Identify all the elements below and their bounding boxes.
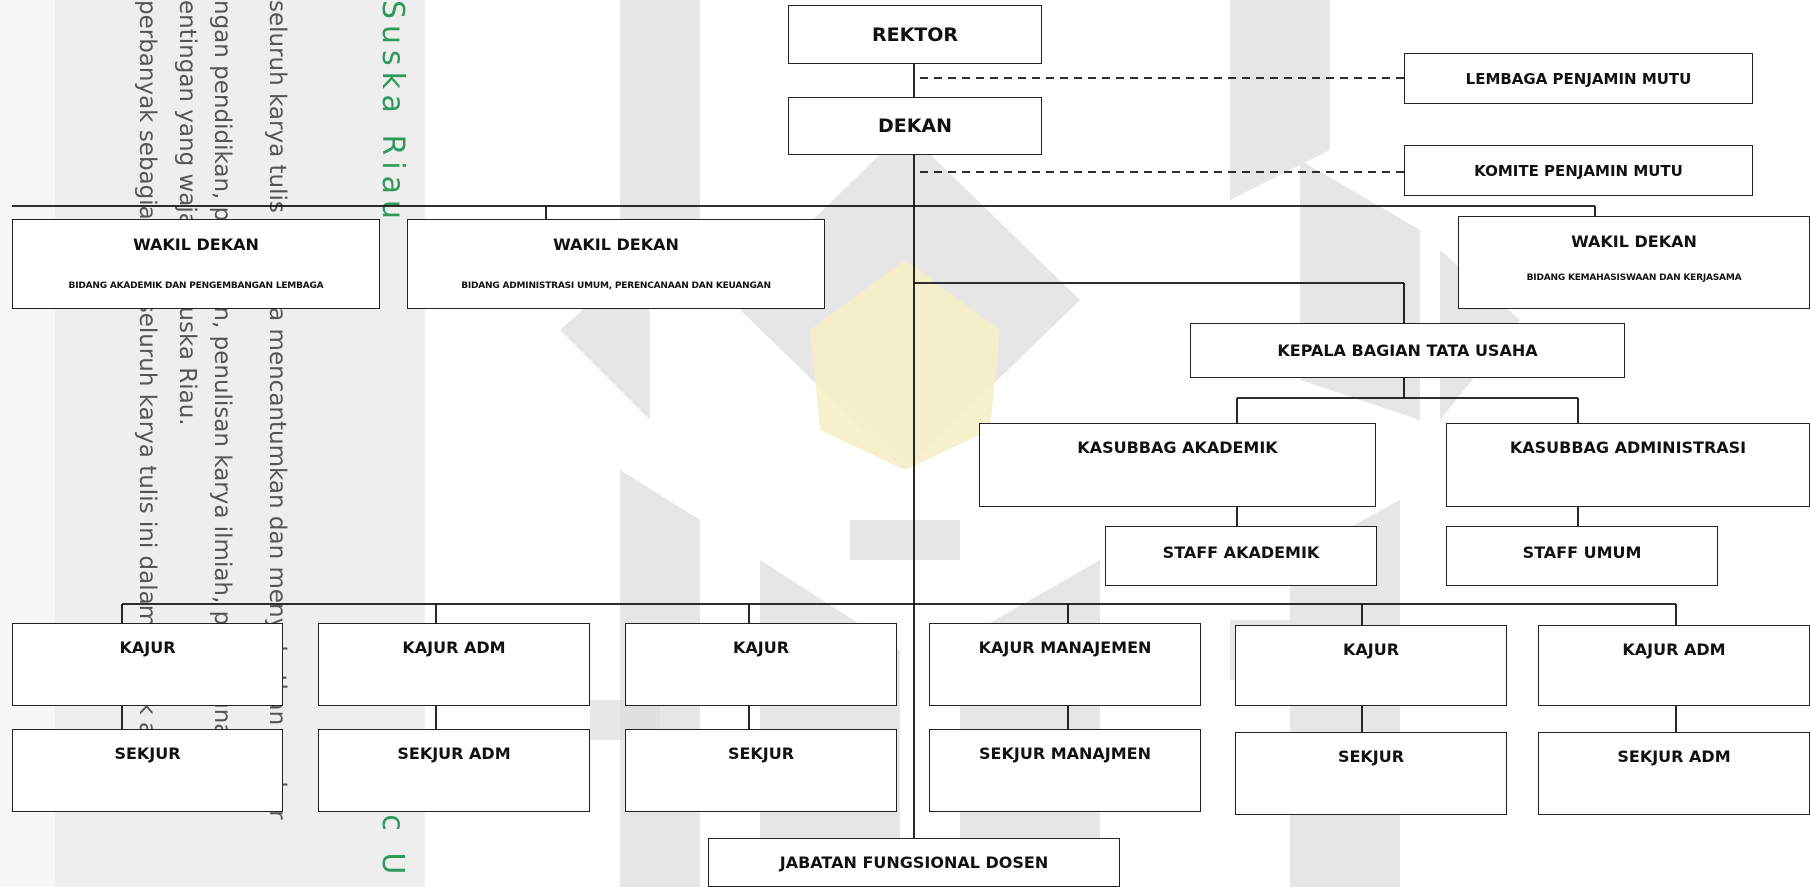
sekjur-box-2: SEKJUR ADM	[318, 729, 590, 812]
sekjur-label-6: SEKJUR ADM	[1617, 747, 1731, 766]
sekjur-label-3: SEKJUR	[727, 744, 795, 763]
sekjur-label-1: SEKJUR	[114, 744, 181, 763]
jabatan-fungsional-dosen-box: JABATAN FUNGSIONAL DOSEN	[708, 838, 1120, 887]
staff-umum-box: STAFF UMUM	[1446, 526, 1718, 586]
sekjur-box-4: SEKJUR MANAJMEN	[929, 729, 1201, 812]
kasubbag-akademik-box: KASUBBAG AKADEMIK	[979, 423, 1376, 507]
wakil-dekan-akademik-subtitle: BIDANG AKADEMIK DAN PENGEMBANGAN LEMBAGA	[68, 281, 324, 291]
sekjur-box-1: SEKJUR	[12, 729, 283, 812]
rektor-box: REKTOR	[788, 5, 1042, 64]
kajur-box-3: KAJUR	[625, 623, 897, 706]
wakil-dekan-administrasi-title: WAKIL DEKAN	[553, 235, 679, 254]
sekjur-label-2: SEKJUR ADM	[397, 744, 511, 763]
wakil-dekan-administrasi-box: WAKIL DEKAN BIDANG ADMINISTRASI UMUM, PE…	[407, 219, 825, 309]
wakil-dekan-administrasi-subtitle: BIDANG ADMINISTRASI UMUM, PERENCANAAN DA…	[461, 281, 771, 291]
kajur-label-3: KAJUR	[732, 638, 790, 657]
lembaga-penjamin-mutu-box: LEMBAGA PENJAMIN MUTU	[1404, 53, 1753, 104]
staff-akademik-box: STAFF AKADEMIK	[1105, 526, 1377, 586]
kasubbag-akademik-label: KASUBBAG AKADEMIK	[1077, 438, 1278, 457]
dekan-label: DEKAN	[877, 115, 953, 137]
sekjur-box-3: SEKJUR	[625, 729, 897, 812]
kajur-label-1: KAJUR	[119, 638, 176, 657]
wakil-dekan-kemahasiswaan-box: WAKIL DEKAN BIDANG KEMAHASISWAAN DAN KER…	[1458, 216, 1810, 309]
sekjur-box-6: SEKJUR ADM	[1538, 732, 1810, 815]
staff-umum-label: STAFF UMUM	[1522, 542, 1642, 562]
kajur-label-2: KAJUR ADM	[402, 638, 506, 657]
wakil-dekan-kemahasiswaan-subtitle: BIDANG KEMAHASISWAAN DAN KERJASAMA	[1526, 273, 1742, 283]
komite-penjamin-mutu-label: KOMITE PENJAMIN MUTU	[1474, 161, 1683, 180]
kajur-label-5: KAJUR	[1342, 640, 1400, 659]
lembaga-penjamin-mutu-label: LEMBAGA PENJAMIN MUTU	[1465, 69, 1692, 88]
kajur-box-1: KAJUR	[12, 623, 283, 706]
kasubbag-administrasi-box: KASUBBAG ADMINISTRASI	[1446, 423, 1810, 507]
kajur-box-4: KAJUR MANAJEMEN	[929, 623, 1201, 706]
kepala-bagian-tata-usaha-box: KEPALA BAGIAN TATA USAHA	[1190, 323, 1625, 378]
kasubbag-administrasi-label: KASUBBAG ADMINISTRASI	[1509, 438, 1747, 457]
komite-penjamin-mutu-box: KOMITE PENJAMIN MUTU	[1404, 145, 1753, 196]
wakil-dekan-akademik-title: WAKIL DEKAN	[133, 235, 259, 254]
kajur-label-6: KAJUR ADM	[1622, 640, 1726, 659]
rektor-label: REKTOR	[871, 23, 959, 46]
staff-akademik-label: STAFF AKADEMIK	[1162, 542, 1320, 562]
kajur-label-4: KAJUR MANAJEMEN	[978, 638, 1152, 657]
sekjur-box-5: SEKJUR	[1235, 732, 1507, 815]
kajur-box-6: KAJUR ADM	[1538, 625, 1810, 706]
sekjur-label-4: SEKJUR MANAJMEN	[979, 744, 1151, 763]
kepala-bagian-tata-usaha-label: KEPALA BAGIAN TATA USAHA	[1277, 341, 1538, 360]
jabatan-fungsional-dosen-label: JABATAN FUNGSIONAL DOSEN	[779, 853, 1049, 872]
wakil-dekan-kemahasiswaan-title: WAKIL DEKAN	[1571, 232, 1697, 251]
sekjur-label-5: SEKJUR	[1337, 747, 1405, 766]
wakil-dekan-akademik-box: WAKIL DEKAN BIDANG AKADEMIK DAN PENGEMBA…	[12, 219, 380, 309]
kajur-box-2: KAJUR ADM	[318, 623, 590, 706]
dekan-box: DEKAN	[788, 97, 1042, 155]
kajur-box-5: KAJUR	[1235, 625, 1507, 706]
